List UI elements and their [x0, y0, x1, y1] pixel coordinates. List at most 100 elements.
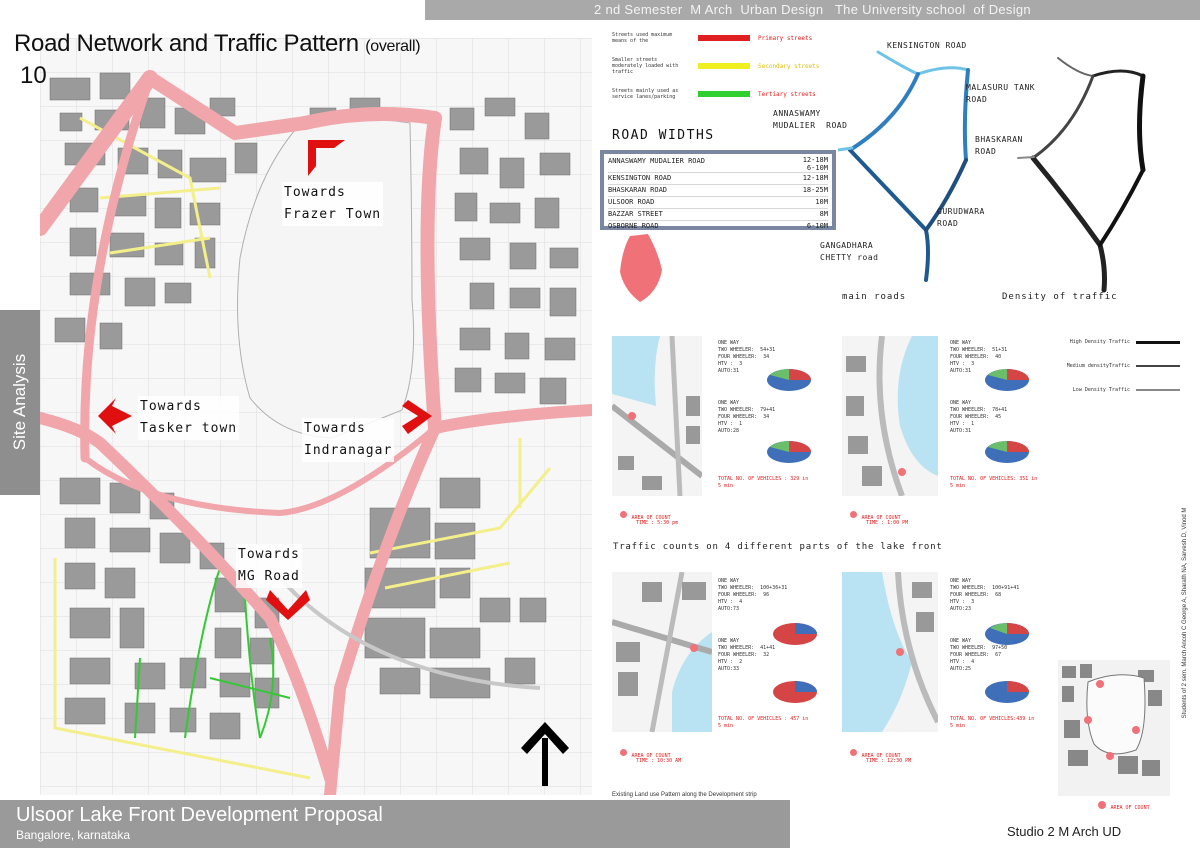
density-swatch-medium: [1136, 365, 1180, 367]
legend-desc: Smaller streets moderately loaded with t…: [612, 57, 679, 75]
road-name: BHASKARAN ROAD: [608, 186, 668, 194]
north-arrow-icon: [521, 722, 569, 786]
road-name: ULSOOR ROAD: [608, 198, 655, 206]
road-width: 8M: [819, 210, 828, 218]
count-2-time: TIME : 1:00 PM: [866, 520, 909, 526]
street-hierarchy-legend: Streets used maximum means of the Primar…: [612, 30, 842, 102]
count-4-set-a: ONE WAY TWO WHEELER: 100+91+41 FOUR WHEE…: [950, 578, 1020, 612]
legend-name: Primary streets: [758, 34, 813, 42]
count-1-time: TIME : 5:30 pm: [636, 520, 679, 526]
area-marker-icon: [620, 511, 627, 519]
count-map-2: [842, 336, 938, 496]
road-widths-title: ROAD WIDTHS: [612, 128, 715, 143]
label-towards-frazer-town: Towards Frazer Town: [282, 182, 384, 226]
label-towards-indranagar: Towards Indranagar: [302, 418, 395, 462]
key-area-of-count: AREA OF COUNT: [1098, 796, 1150, 814]
land-use-note: Existing Land use Pattern along the Deve…: [612, 792, 757, 798]
arrow-frazer-icon: [308, 140, 345, 176]
road-widths-table: ANNASWAMY MUDALIER ROAD 12-18M 6-10M KENS…: [600, 150, 836, 230]
pie-chart: [985, 681, 1029, 703]
count-1-total: TOTAL NO. OF VEHICLES : 329 in 5 min: [718, 476, 809, 489]
pie-chart: [767, 369, 811, 391]
count-2-set-a: ONE WAY TWO WHEELER: 51+31 FOUR WHEELER:…: [950, 340, 1008, 374]
legend-desc: Streets used maximum means of the: [612, 32, 673, 44]
label-gangadhara-road: GANGADHARA CHETTY road: [820, 241, 879, 262]
area-marker-icon: [850, 749, 857, 757]
table-row: BHASKARAN ROAD 18-25M: [608, 185, 828, 197]
location-key-map-svg: [1062, 664, 1162, 776]
pie-charts-4: [985, 623, 1029, 703]
legend-desc: Streets mainly used as service lanes/par…: [612, 88, 679, 100]
student-credits: Students of 2 sem. March Ancoh C George …: [1175, 428, 1195, 798]
count-2-set-b: ONE WAY TWO WHEELER: 78+41 FOUR WHEELER:…: [950, 400, 1008, 434]
label-kensington-road: KENSINGTON ROAD: [887, 41, 967, 50]
density-legend: High Density Traffic Medium densityTraff…: [1000, 336, 1180, 396]
count-3-area: AREA OF COUNT: [631, 753, 671, 759]
count-map-1-svg: [612, 336, 702, 496]
area-marker-icon: [850, 511, 857, 519]
road-width: 18-25M: [802, 186, 828, 194]
count-3-time: TIME : 10:30 AM: [636, 758, 682, 764]
area-marker-icon: [1098, 800, 1106, 809]
caption-density-of-traffic: Density of traffic: [1002, 292, 1118, 302]
count-1-area-key: AREA OF COUNT: [620, 506, 671, 524]
count-4-area-key: AREA OF COUNT: [850, 744, 901, 762]
road-width: 12-18M 6-10M: [802, 156, 828, 172]
road-network-map: Towards Frazer Town Towards Tasker town …: [40, 38, 592, 795]
road-name: KENSINGTON ROAD: [608, 174, 672, 182]
label-malasuru-tank-road: MALASURU TANK ROAD: [966, 83, 1036, 104]
count-2-area: AREA OF COUNT: [861, 515, 901, 521]
density-swatch-low: [1136, 389, 1180, 391]
location-key-map: [1058, 660, 1170, 796]
count-4-area: AREA OF COUNT: [861, 753, 901, 759]
count-map-3: [612, 572, 712, 732]
count-3-area-key: AREA OF COUNT: [620, 744, 671, 762]
count-map-2-svg: [846, 336, 938, 496]
project-title: Ulsoor Lake Front Development Proposal: [16, 804, 383, 826]
road-width: 6-10M: [806, 222, 828, 230]
road-name: OSBORNE ROAD: [608, 222, 659, 230]
arrow-tasker-icon: [98, 398, 132, 434]
count-map-3-svg: [612, 572, 712, 732]
project-location: Bangalore, karnataka: [16, 828, 131, 842]
label-towards-mg-road: Towards MG Road: [236, 544, 302, 588]
legend-name: Secondary streets: [758, 62, 820, 70]
secondary-roads: [53, 116, 552, 780]
legend-swatch-secondary: [698, 63, 750, 69]
table-row: ANNASWAMY MUDALIER ROAD 12-18M 6-10M: [608, 156, 828, 173]
count-map-1: [612, 336, 702, 496]
label-bhaskaran-road: BHASKARAN ROAD: [975, 135, 1023, 156]
pie-chart: [985, 369, 1029, 391]
density-label: Medium densityTraffic: [1066, 362, 1130, 369]
area-marker-icon: [620, 749, 627, 757]
legend-name: Tertiary streets: [758, 90, 816, 98]
pie-chart: [773, 623, 817, 645]
count-3-set-b: ONE WAY TWO WHEELER: 41+41 FOUR WHEELER:…: [718, 638, 776, 672]
page-title: Road Network and Traffic Pattern (overal…: [14, 30, 421, 58]
count-4-time: TIME : 12:30 PM: [866, 758, 912, 764]
student-credits-text: Students of 2 sem. March Ancoh C George …: [1182, 507, 1188, 719]
density-label: High Density Traffic: [1069, 338, 1130, 345]
density-legend-row: Medium densityTraffic: [1000, 360, 1180, 372]
label-annaswamy-road: ANNASWAMY MUDALIER ROAD: [773, 109, 848, 130]
side-tab-label: Site Analysis: [10, 353, 29, 451]
count-2-total: TOTAL NO. OF VEHICLES: 351 in 5 min: [950, 476, 1038, 489]
density-legend-row: Low Density Traffic: [1000, 384, 1180, 396]
main-roads-diagram: [838, 50, 970, 282]
count-4-set-b: ONE WAY TWO WHEELER: 97+50 FOUR WHEELER:…: [950, 638, 1008, 672]
pie-chart: [985, 441, 1029, 463]
arrow-indranagar-icon: [402, 400, 432, 434]
road-name: ANNASWAMY MUDALIER ROAD: [608, 157, 705, 165]
label-towards-tasker-town: Towards Tasker town: [138, 396, 240, 440]
tertiary-roads: [134, 567, 291, 739]
project-banner: [0, 800, 790, 848]
road-name: BAZZAR STREET: [608, 210, 663, 218]
count-map-4: [842, 572, 938, 732]
legend-row-tertiary: Streets mainly used as service lanes/par…: [612, 86, 842, 102]
table-row: ULSOOR ROAD 10M: [608, 197, 828, 209]
count-3-total: TOTAL NO. OF VEHICLES : 457 in 5 min: [718, 716, 809, 729]
label-gurudwara-road: GURUDWARA ROAD: [937, 207, 985, 228]
pie-charts-1: [767, 369, 811, 463]
road-width: 10M: [815, 198, 828, 206]
